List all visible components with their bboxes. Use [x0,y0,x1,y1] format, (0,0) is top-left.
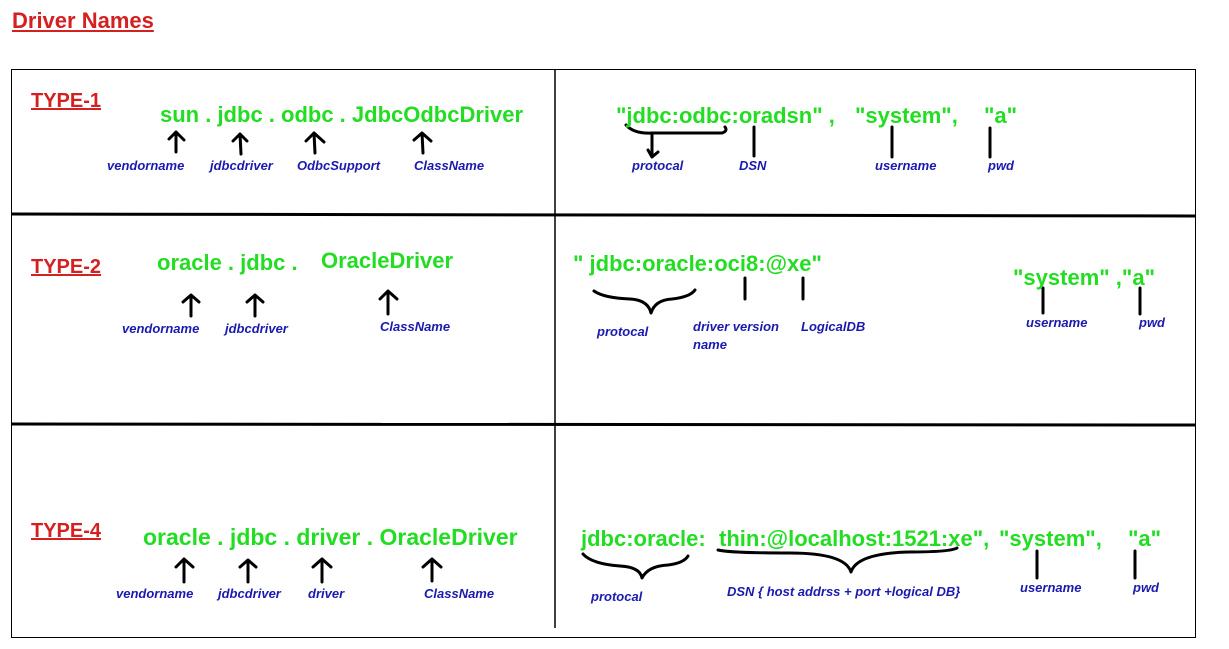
type-2-url-part-username: username [1026,315,1088,330]
type-2-url-part-logicaldb: LogicalDB [801,319,866,334]
type-2-credentials: "system" ,"a" [1013,265,1156,290]
table-frame [11,69,1196,638]
type-1-url-part-dsn: DSN [739,158,767,173]
type-1-username-value: "system", [855,103,958,128]
protocal-brace [624,123,728,159]
arrow-icon [231,132,249,156]
arrow-icon [181,293,201,318]
type-1-part-jdbcdriver: jdbcdriver [210,158,273,173]
type-1-part-vendorname: vendorname [107,158,185,173]
type-1-part-classname: ClassName [414,158,485,173]
type-1-url-part-pwd: pwd [988,158,1014,173]
arrow-icon [378,289,399,316]
type-4-part-classname: ClassName [424,586,495,601]
arrow-icon [174,557,195,584]
type-2-driver-class-name: OracleDriver [321,248,454,273]
type-2-part-classname: ClassName [380,319,451,334]
type-4-part-vendorname: vendorname [116,586,194,601]
type-1-url-part-protocal: protocal [632,158,684,173]
type-4-label: TYPE-4 [31,520,102,542]
type-2-part-jdbcdriver: jdbcdriver [225,321,288,336]
type-1-driver-class: sun . jdbc . odbc . JdbcOdbcDriver [160,102,524,127]
type-1-label: TYPE-1 [31,90,102,112]
type-1-pwd-value: "a" [984,103,1018,128]
arrow-icon [238,558,258,584]
type-4-driver-class: oracle . jdbc . driver . OracleDriver [143,524,518,550]
type-2-url: " jdbc:oracle:oci8:@xe" [573,251,822,276]
type-1-url: "jdbc:odbc:oradsn" , [616,103,835,128]
type-4-part-jdbcdriver: jdbcdriver [218,586,281,601]
protocal-brace [581,552,690,580]
type-4-username-value: "system", [999,526,1102,551]
protocal-brace [592,288,697,315]
row-separator [10,212,1196,218]
dsn-brace [716,546,959,574]
type-4-url-part-username: username [1020,580,1082,595]
type-4-url-dsn: thin:@localhost:1521:xe", [719,526,990,551]
type-2-url-part-name: name [693,337,727,352]
type-2-driver-class-package: oracle . jdbc . [157,250,298,275]
type-4-url-protocol: jdbc:oracle: [581,526,706,551]
type-2-label: TYPE-2 [31,256,102,278]
type-2-url-part-protocal: protocal [597,324,649,339]
page-title: Driver Names [12,8,154,33]
row-separator [10,422,1196,427]
type-4-url-part-pwd: pwd [1133,580,1159,595]
type-1-part-odbcsupport: OdbcSupport [297,158,381,173]
type-1-url-part-username: username [875,158,937,173]
arrow-icon [167,130,186,154]
type-4-url-part-dsn: DSN { host addrss + port +logical DB} [727,584,961,599]
type-2-url-part-driver-version: driver version [693,319,779,334]
arrow-icon [412,131,433,155]
type-2-url-part-pwd: pwd [1139,315,1165,330]
arrow-icon [311,557,333,584]
type-2-part-vendorname: vendorname [122,321,200,336]
type-4-part-driver: driver [308,586,345,601]
arrow-icon [245,293,265,318]
type-4-pwd-value: "a" [1128,526,1162,551]
type-4-url-part-protocal: protocal [591,589,643,604]
arrow-icon [421,557,443,583]
arrow-icon [304,131,326,155]
